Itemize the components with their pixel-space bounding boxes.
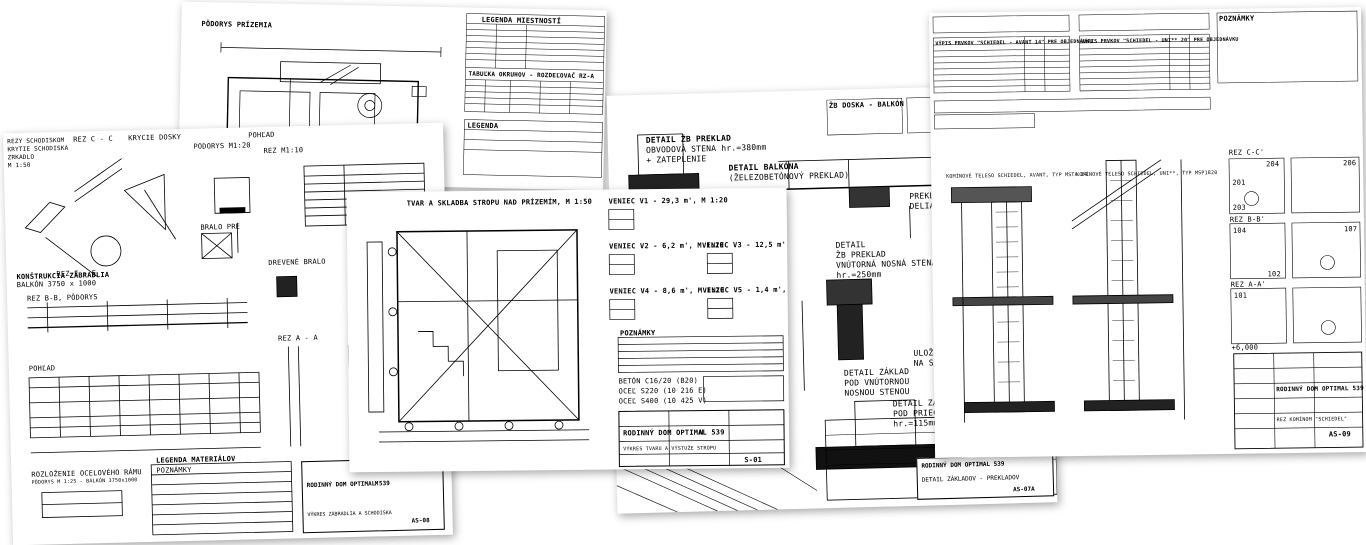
notes-label: POZNÁMKY: [156, 466, 192, 475]
chimney-drawing-number: AS-09: [1329, 430, 1351, 438]
section-scale-label: REZ M1:10: [263, 146, 303, 155]
room-legend-title: LEGENDA MIESTNOSTÍ: [482, 16, 562, 26]
slab-notes-title: POZNÁMKY: [620, 329, 655, 337]
room-107: 107: [1344, 225, 1357, 233]
room-102: 102: [1268, 270, 1281, 278]
concrete-grade: BETÓN C16/20 (B20): [618, 377, 698, 386]
room-203: 203: [1233, 204, 1246, 212]
level-marker: +6,000: [1232, 343, 1259, 351]
chimney-drawing-name: REZ KOMÍNOM "SCHIEDEL": [1277, 415, 1348, 424]
slab-tb-letter: N: [699, 429, 704, 437]
details-drawing-name: DETAIL ZÁKLADOV - PREKLADOV: [922, 474, 1020, 484]
wooden-bracket-label: DREVENÉ BRALO: [268, 258, 326, 267]
chimney-project-name: RODINNÝ DOM OPTIMAL 539: [1276, 385, 1364, 394]
staircase-tb-letter: M: [375, 480, 379, 487]
room-204: 204: [1266, 160, 1279, 168]
slab-cover-label: KRYCIE DOSKY: [128, 133, 181, 142]
staircase-drawing-number: AS-08: [412, 517, 430, 524]
staircase-scale-label: M 1:50: [8, 162, 31, 171]
elevation-label: POHĽAD: [29, 364, 56, 373]
details-title-block: RODINNÝ DOM OPTIMAL 539 DETAIL ZÁKLADOV …: [916, 454, 1054, 500]
steel-grade-2: OCEĽ S400 (10 425 V): [619, 397, 707, 406]
ring-beam-v5: VENIEC V5 - 1,4 m', M 1:20: [703, 285, 790, 294]
room-206: 206: [1343, 159, 1356, 167]
section-cc-label: REZ C-C': [1229, 148, 1264, 156]
detail-inner-wall-thickness: hr.=250mm: [836, 271, 881, 280]
bracket-label: BRALO PRE: [200, 223, 240, 232]
slab-drawing-number: S-01: [744, 456, 762, 464]
details-project-name: RODINNÝ DOM OPTIMAL 539: [921, 461, 1004, 470]
steel-grade-1: OCEĽ S220 (10 216 E): [619, 387, 707, 396]
drawing-sheet-chimney[interactable]: VÝPIS PRVKOV "SCHIEDEL - AVANT 14" PRE O…: [929, 7, 1366, 458]
detail-foundation-sub2: NOSNOU STENOU: [844, 388, 909, 398]
section-aa-label: REZ A-A': [1231, 280, 1266, 288]
ring-beam-v3: VENIEC V3 - 12,5 m', M 1:20: [702, 240, 789, 249]
detail-partition-thickness: hr.=115mm: [893, 419, 938, 428]
plan-scale-label: PODORYS M1:20: [193, 141, 251, 150]
room-104: 104: [1233, 227, 1246, 235]
legend-title: LEGENDA: [467, 122, 498, 131]
details-drawing-number: AS-07A: [1013, 486, 1035, 494]
detail-inner-wall-title: DETAIL: [836, 241, 866, 250]
floor-plan-title: PÔDORYS PRÍZEMIA: [201, 20, 272, 29]
slab-project-name: RODINNÝ DOM OPTIMAL 539: [623, 428, 725, 437]
view-label: POHĽAD: [248, 131, 275, 140]
room-101: 101: [1234, 292, 1247, 300]
section-c-c-label: REZ C - C: [73, 135, 113, 144]
detail-lintel-insulation: + ZATEPLENIE: [646, 155, 706, 165]
staircase-drawing-name: VÝKRES ZÁBRADLIA A SCHODISKA: [307, 510, 391, 519]
slab-drawing-name: VÝKRES TVARU A VÝSTUŽE STROPU: [623, 444, 716, 453]
section-bb-label: REZ B-B': [1230, 215, 1265, 223]
section-a-a-label: REZ A - A: [278, 334, 318, 343]
ring-beam-v1: VENIEC V1 - 29,3 m', M 1:20: [609, 196, 728, 205]
staircase-cover-label: KRYTIE SCHODISKA: [7, 145, 68, 154]
detail-inner-wall-lintel: ŽB PREKLAD: [836, 251, 886, 260]
drawing-sheet-slab[interactable]: TVAR A SKLADBA STROPU NAD PRÍZEMÍM, M 1:…: [347, 188, 790, 473]
chimney-notes-title: POZNÁMKY: [1219, 14, 1254, 22]
room-201: 201: [1232, 179, 1245, 187]
